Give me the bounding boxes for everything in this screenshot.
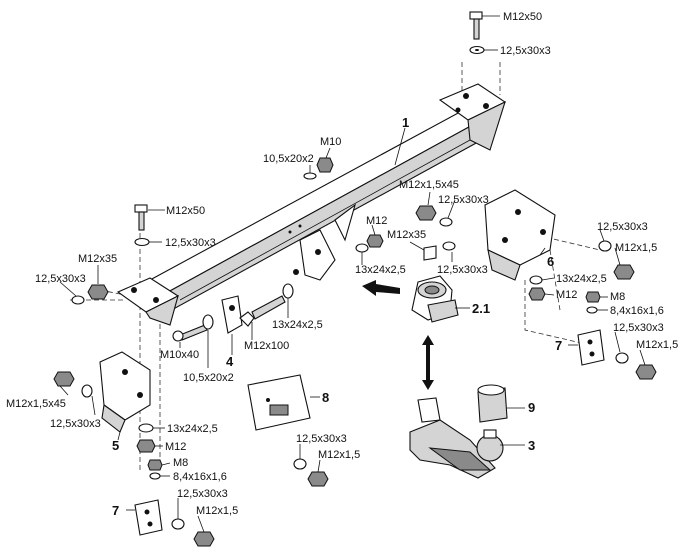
socket-part-2-1 <box>411 275 459 323</box>
label-left-bolt: M12x50 <box>166 205 205 217</box>
left-bracket-part-5 <box>99 351 151 433</box>
ball-cap-part-9 <box>477 384 508 423</box>
label-part-2-1: 2.1 <box>472 301 490 316</box>
beam-lugs <box>293 203 356 281</box>
label-w-right-low: 12,5x30x3 <box>613 322 664 334</box>
label-m10x40: M10x40 <box>160 349 199 361</box>
instruction-card-part-8 <box>247 374 311 431</box>
left-side-bolt-m12x35 <box>71 284 109 305</box>
label-m8-left: M8 <box>173 457 188 469</box>
label-w8-left: 8,4x16x1,6 <box>173 471 227 483</box>
label-left-washer: 12,5x30x3 <box>165 237 216 249</box>
top-right-bracket <box>438 83 507 151</box>
label-w10-lower: 10,5x20x2 <box>183 372 234 384</box>
label-w10: 10,5x20x2 <box>263 153 314 165</box>
label-m12x15-bottom: M12x1,5 <box>196 505 238 517</box>
label-m12x35-left: M12x35 <box>78 253 117 265</box>
label-w-bottom-mid: 12,5x30x3 <box>296 433 347 445</box>
label-part-9: 9 <box>528 400 535 415</box>
label-part-7-left: 7 <box>112 503 119 518</box>
label-w-right-mid: 12,5x30x3 <box>437 264 488 276</box>
label-m12x15-bottom-mid: M12x1,5 <box>318 449 360 461</box>
labels: M12x50 12,5x30x3 1 M10 10,5x20x2 M12x50 … <box>6 11 678 518</box>
label-w-bottom: 12,5x30x3 <box>177 488 228 500</box>
label-part-6: 6 <box>547 254 554 269</box>
leader-lines <box>59 15 646 533</box>
label-part-3: 3 <box>528 438 535 453</box>
label-top-washer: 12,5x30x3 <box>500 45 551 57</box>
label-m12x15x45-top: M12x1,5x45 <box>399 179 459 191</box>
left-bolt-m12x50 <box>134 204 150 247</box>
label-w-left-low: 12,5x30x3 <box>50 418 101 430</box>
mid-washers <box>355 234 384 253</box>
label-w13-right: 13x24x2,5 <box>355 264 406 276</box>
label-m10: M10 <box>320 136 341 148</box>
label-part-8: 8 <box>322 390 329 405</box>
label-w-top-right: 12,5x30x3 <box>438 194 489 206</box>
right-bracket-part-7 <box>577 329 657 380</box>
socket-arrows <box>362 280 434 390</box>
label-w-left-side: 12,5x30x3 <box>35 273 86 285</box>
label-part-7-right: 7 <box>555 338 562 353</box>
label-m12x35-right: M12x35 <box>387 229 426 241</box>
label-m12-mid: M12 <box>366 215 387 227</box>
left-end-bracket <box>116 277 180 326</box>
right-bracket-part-6 <box>484 189 556 281</box>
label-part-1: 1 <box>402 115 409 130</box>
label-m12-left: M12 <box>165 441 186 453</box>
right-side-fasteners <box>415 205 456 261</box>
label-m12x15-right: M12x1,5 <box>615 242 657 254</box>
bolt-m10x40 <box>172 324 208 342</box>
label-m12x100: M12x100 <box>244 340 289 352</box>
bolt-m12x100 <box>239 283 294 327</box>
label-w8-right: 8,4x16x1,6 <box>610 305 664 317</box>
label-part-4: 4 <box>226 354 234 369</box>
label-w13-mid: 13x24x2,5 <box>272 319 323 331</box>
alignment-lines <box>70 62 601 470</box>
label-top-bolt: M12x50 <box>503 11 542 23</box>
label-w13-far-right: 13x24x2,5 <box>556 273 607 285</box>
top-bolt-m12x50 <box>469 11 485 55</box>
left-bracket-part-7 <box>134 499 215 547</box>
label-m12-right: M12 <box>556 289 577 301</box>
m10-nut-and-washer <box>303 157 334 180</box>
label-m8-right: M8 <box>610 291 625 303</box>
label-m12x15x45-left: M12x1,5x45 <box>6 398 66 410</box>
ball-hitch-part-3 <box>409 397 504 479</box>
label-w13-left: 13x24x2,5 <box>167 423 218 435</box>
label-w-far-right: 12,5x30x3 <box>597 221 648 233</box>
label-part-5: 5 <box>112 438 119 453</box>
label-m12x15-right-low: M12x1,5 <box>636 339 678 351</box>
part-4-plate <box>202 295 243 334</box>
